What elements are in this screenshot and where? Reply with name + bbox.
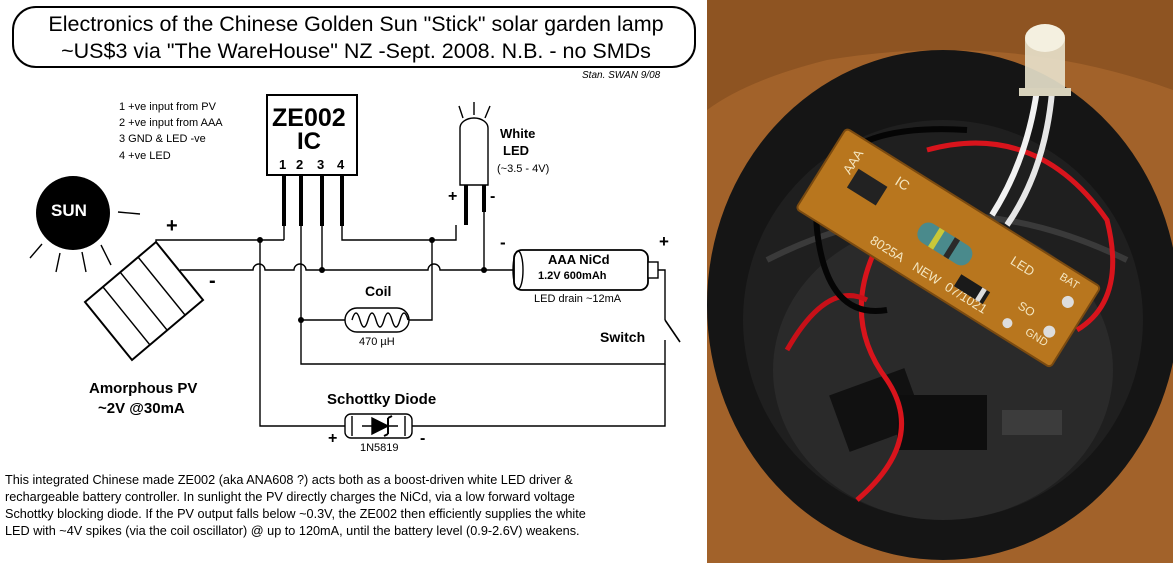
ic-pin-label-3: 3 — [317, 157, 325, 172]
pv-label-2: ~2V @30mA — [98, 400, 185, 417]
battery-plus: + — [659, 232, 669, 251]
switch-label: Switch — [600, 329, 646, 345]
white-led — [1019, 24, 1071, 96]
pv-label-1: Amorphous PV — [89, 380, 198, 397]
sun-label: SUN — [51, 201, 87, 220]
ic-sub: IC — [297, 128, 321, 155]
junction-dot — [319, 267, 325, 273]
pin-note-2: 2 +ve input from AAA — [119, 117, 223, 129]
coil-label: Coil — [365, 283, 392, 299]
coil-body — [344, 307, 410, 333]
diode-minus: - — [420, 430, 426, 447]
led-label-2: LED — [503, 143, 529, 158]
ic-body — [266, 94, 358, 176]
pv-cell-line — [102, 286, 151, 346]
lamp-photo: AAA IC 8025A NEW 07/1021 LED SO GND BAT — [707, 0, 1173, 563]
pv-minus: - — [209, 270, 216, 292]
signature: Stan. SWAN 9/08 — [582, 70, 661, 81]
ic-pin-label-1: 1 — [279, 157, 287, 172]
title-line-1: Electronics of the Chinese Golden Sun "S… — [48, 12, 664, 36]
pcb-ic-chip — [846, 168, 888, 206]
battery-minus: - — [500, 233, 506, 252]
led-spec: (~3.5 - 4V) — [497, 163, 550, 175]
wire-pin2 — [300, 226, 666, 365]
schematic-diagram — [29, 94, 681, 439]
pin-note-3: 3 GND & LED -ve — [119, 133, 206, 145]
battery-drain: LED drain ~12mA — [534, 293, 622, 305]
sun-ray — [55, 252, 61, 273]
ic-name: ZE002 — [272, 104, 346, 132]
wire-battery-plus — [658, 269, 666, 320]
wire-pin4 — [341, 225, 457, 241]
battery-end — [512, 250, 524, 290]
wire-pv-plus — [155, 239, 284, 242]
description-line-4: LED with ~4V spikes (via the coil oscill… — [5, 524, 580, 538]
sun-ray — [100, 244, 112, 266]
diode-part: 1N5819 — [360, 442, 399, 454]
led-label-1: White — [500, 126, 536, 141]
led-rays — [458, 102, 491, 119]
description-line-2: rechargeable battery controller. In sunl… — [5, 490, 575, 504]
sun-ray — [117, 211, 141, 215]
description-line-1: This integrated Chinese made ZE002 (aka … — [5, 473, 573, 487]
wire-diode-minus — [412, 364, 666, 427]
red-wire — [926, 140, 1116, 333]
coil-value: 470 µH — [359, 336, 395, 348]
pin-note-1: 1 +ve input from PV — [119, 101, 216, 113]
ic-pin-label-4: 4 — [337, 157, 345, 172]
led-body — [459, 117, 489, 186]
led-wire — [1004, 91, 1055, 227]
pv-plus: + — [166, 215, 178, 237]
pv-cell-line — [119, 271, 168, 331]
diode-label: Schottky Diode — [327, 391, 437, 408]
wire-coil-right — [409, 240, 433, 321]
title-line-2: ~US$3 via "The WareHouse" NZ -Sept. 2008… — [61, 39, 651, 63]
pcb-board: AAA IC 8025A NEW 07/1021 LED SO GND BAT — [796, 128, 1101, 368]
pin-note-4: 4 +ve LED — [119, 150, 171, 162]
pcb-inductor — [917, 222, 973, 266]
diode-triangle — [371, 416, 390, 436]
coil-winding — [351, 312, 409, 328]
diode-bar — [383, 415, 393, 437]
battery-label-2: 1.2V 600mAh — [538, 270, 607, 282]
battery-label-1: AAA NiCd — [548, 252, 610, 267]
sun-disc — [36, 176, 110, 250]
switch-blade — [664, 319, 681, 343]
junction-dot — [298, 317, 304, 323]
pv-cell-line — [137, 256, 186, 316]
battery-nub — [647, 261, 659, 279]
switch-mechanism — [897, 395, 987, 450]
led-minus: - — [490, 188, 496, 205]
ic-pin-label-2: 2 — [296, 157, 304, 172]
wire-diode-plus — [259, 240, 345, 427]
sun-ray — [29, 243, 43, 259]
led-wire — [989, 89, 1040, 217]
title-box: Electronics of the Chinese Golden Sun "S… — [12, 6, 696, 68]
led-plus: + — [448, 188, 458, 205]
sun-ray — [81, 251, 87, 273]
junction-dot — [481, 267, 487, 273]
description-line-3: Schottky blocking diode. If the PV outpu… — [5, 507, 586, 521]
diode-plus: + — [328, 430, 338, 447]
wire-pv-minus — [180, 263, 514, 271]
